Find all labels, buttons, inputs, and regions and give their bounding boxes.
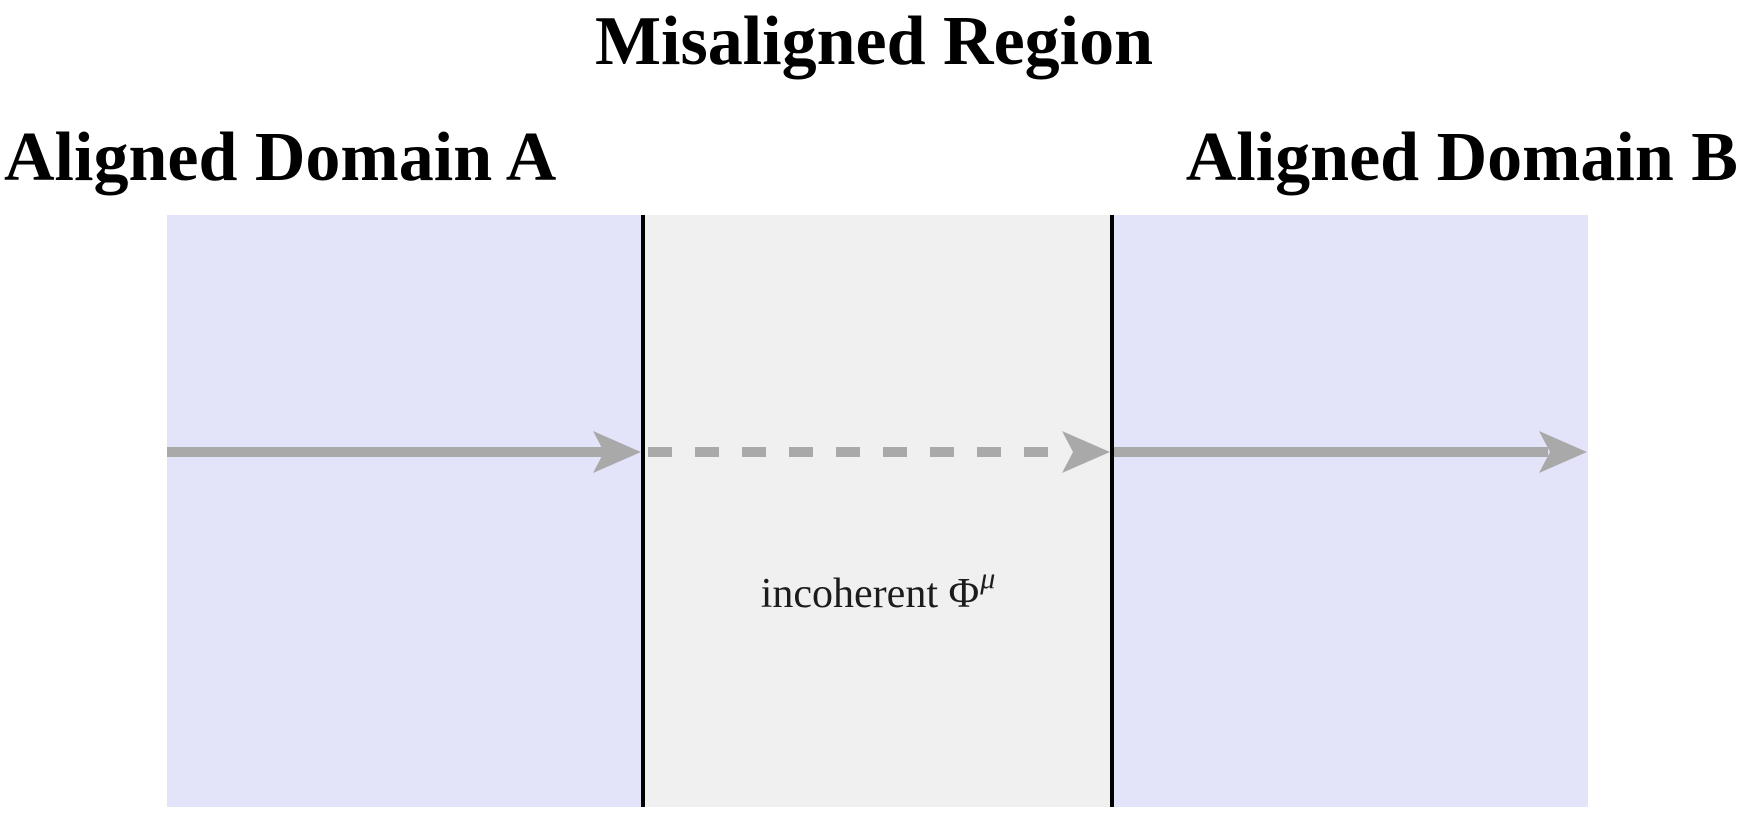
incoherent-phi-superscript: μ	[980, 562, 996, 595]
incoherent-phi-base: incoherent Φ	[760, 571, 980, 617]
region-aligned-domain-a	[167, 215, 643, 807]
domain-band	[167, 215, 1588, 807]
domain-boundary-right	[1110, 215, 1114, 807]
domain-b-label: Aligned Domain B	[1185, 119, 1738, 196]
region-aligned-domain-b	[1112, 215, 1588, 807]
domain-a-label: Aligned Domain A	[4, 119, 557, 196]
diagram-title: Misaligned Region	[594, 3, 1154, 80]
region-misaligned	[643, 215, 1112, 807]
incoherent-phi-label: incoherent Φμ	[643, 562, 1112, 618]
domain-boundary-left	[641, 215, 645, 807]
